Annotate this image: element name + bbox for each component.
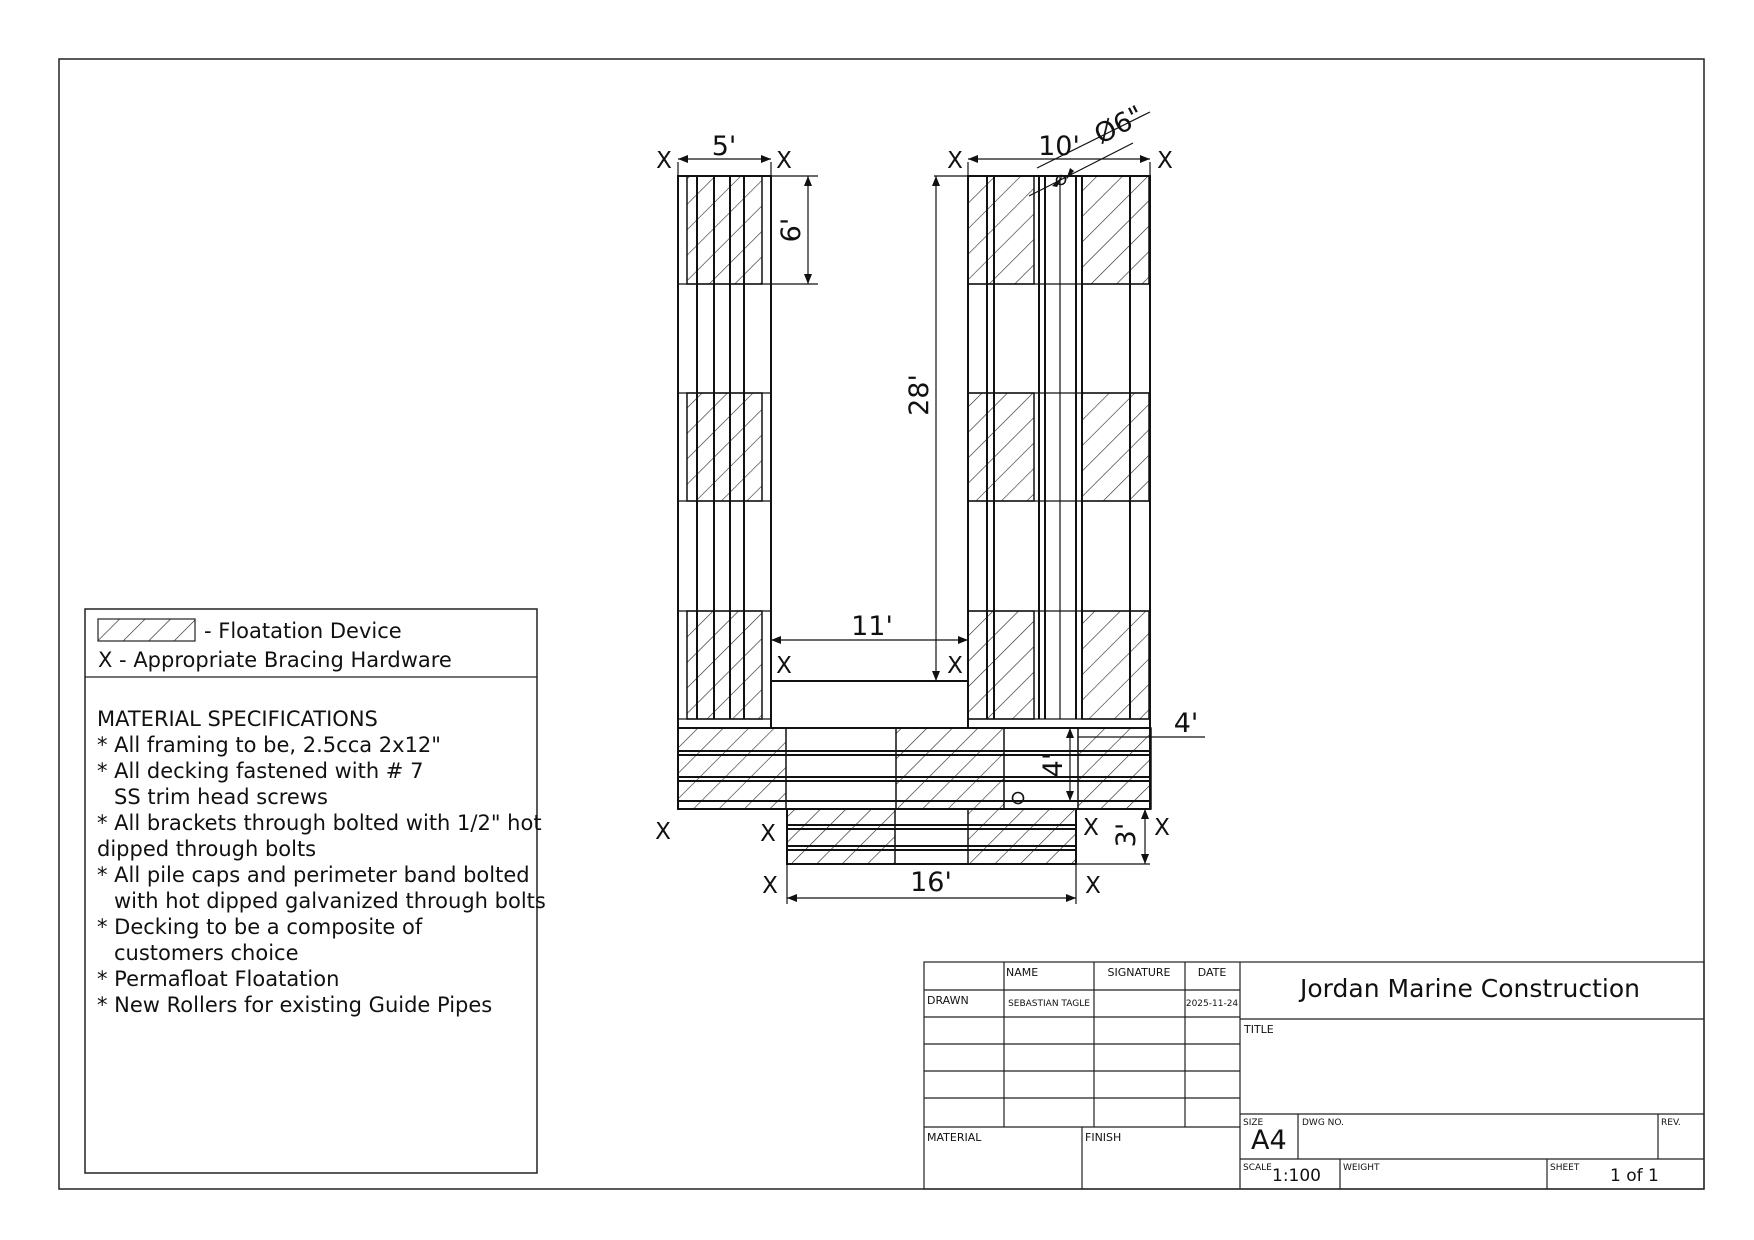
spec-line: dipped through bolts (97, 837, 316, 861)
rev-label: REV. (1661, 1118, 1681, 1128)
floatation-devices-right (967, 175, 1150, 720)
dim-step-height: 3' (1111, 823, 1142, 848)
bracing-mark: X (776, 653, 792, 679)
spec-line: * All framing to be, 2.5cca 2x12" (97, 733, 441, 757)
specs-title: MATERIAL SPECIFICATIONS (97, 707, 378, 731)
bracing-mark: X (656, 148, 672, 174)
material-label: MATERIAL (927, 1131, 982, 1144)
guide-pipe-bottom (1011, 791, 1025, 805)
scale-label: SCALE (1243, 1163, 1272, 1173)
header-name: NAME (1006, 966, 1038, 979)
floatation-devices-left (686, 175, 763, 720)
dim-tier-height: 4' (1038, 753, 1069, 778)
spec-line: SS trim head screws (114, 785, 328, 809)
spec-line: * Decking to be a composite of (97, 915, 423, 939)
spec-line: * All brackets through bolted with 1/2" … (97, 811, 542, 835)
bottom-step (786, 808, 1077, 865)
dim-pipe-diameter: Ø6" (1089, 100, 1148, 151)
header-date: DATE (1198, 966, 1227, 979)
title-label: TITLE (1243, 1023, 1274, 1036)
bracing-mark: X (760, 821, 776, 847)
dim-slip-width: 11' (851, 611, 893, 642)
bracing-mark: X (1085, 873, 1101, 899)
bracing-mark: X (947, 148, 963, 174)
dim-right-ext: 4' (1174, 708, 1199, 739)
size-value: A4 (1251, 1125, 1287, 1156)
right-arm (967, 175, 1151, 729)
spec-line: * All pile caps and perimeter band bolte… (97, 863, 530, 887)
bracing-mark: X (1157, 148, 1173, 174)
bracing-mark: X (655, 819, 671, 845)
sheet-value: 1 of 1 (1610, 1166, 1659, 1186)
spec-line: * New Rollers for existing Guide Pipes (97, 993, 492, 1017)
weight-label: WEIGHT (1343, 1163, 1380, 1173)
bracing-mark: X (776, 148, 792, 174)
floatation-label: - Floatation Device (204, 619, 402, 643)
bracing-markers: X X X X X X X X X X X X (655, 148, 1173, 899)
dimension-arrows (678, 155, 1150, 902)
dim-left-width: 5' (712, 131, 737, 162)
bracing-label: X - Appropriate Bracing Hardware (98, 648, 452, 672)
left-arm (677, 175, 772, 729)
title-block-text: NAME SIGNATURE DATE DRAWN SEBASTIAN TAGL… (927, 966, 1681, 1186)
guide-pipe-top (1055, 174, 1067, 186)
spec-line: * Permafloat Floatation (97, 967, 339, 991)
size-label: SIZE (1243, 1118, 1264, 1128)
floatation-devices-bottom (677, 727, 1152, 865)
legend-box: - Floatation Device X - Appropriate Brac… (84, 608, 546, 1174)
bracing-mark: X (947, 653, 963, 679)
dim-right-width: 10' (1038, 131, 1080, 162)
slip-outline (770, 176, 969, 682)
dim-float-height: 6' (776, 218, 807, 243)
drawn-date: 2025-11-24 (1186, 999, 1239, 1009)
scale-value: 1:100 (1272, 1166, 1321, 1186)
spec-line: customers choice (114, 941, 299, 965)
dim-slip-length: 28' (904, 374, 935, 416)
sheet-label: SHEET (1550, 1163, 1580, 1173)
finish-label: FINISH (1085, 1131, 1121, 1144)
bracing-mark: X (762, 873, 778, 899)
drawn-name: SEBASTIAN TAGLE (1008, 999, 1090, 1009)
bracing-mark: X (1154, 815, 1170, 841)
floatation-swatch (97, 618, 196, 642)
bracing-mark: X (1083, 815, 1099, 841)
drawn-label: DRAWN (927, 994, 969, 1007)
dock-plan (677, 111, 1205, 904)
dwg-no-label: DWG NO. (1302, 1118, 1344, 1128)
company-name: Jordan Marine Construction (1298, 974, 1640, 1003)
sheet-border (58, 58, 1705, 1190)
dim-bottom-width: 16' (910, 867, 952, 898)
spec-line: with hot dipped galvanized through bolts (114, 889, 546, 913)
header-signature: SIGNATURE (1107, 966, 1170, 979)
spec-line: * All decking fastened with # 7 (97, 759, 423, 783)
title-block (923, 961, 1705, 1190)
dimension-lines (677, 111, 1205, 904)
